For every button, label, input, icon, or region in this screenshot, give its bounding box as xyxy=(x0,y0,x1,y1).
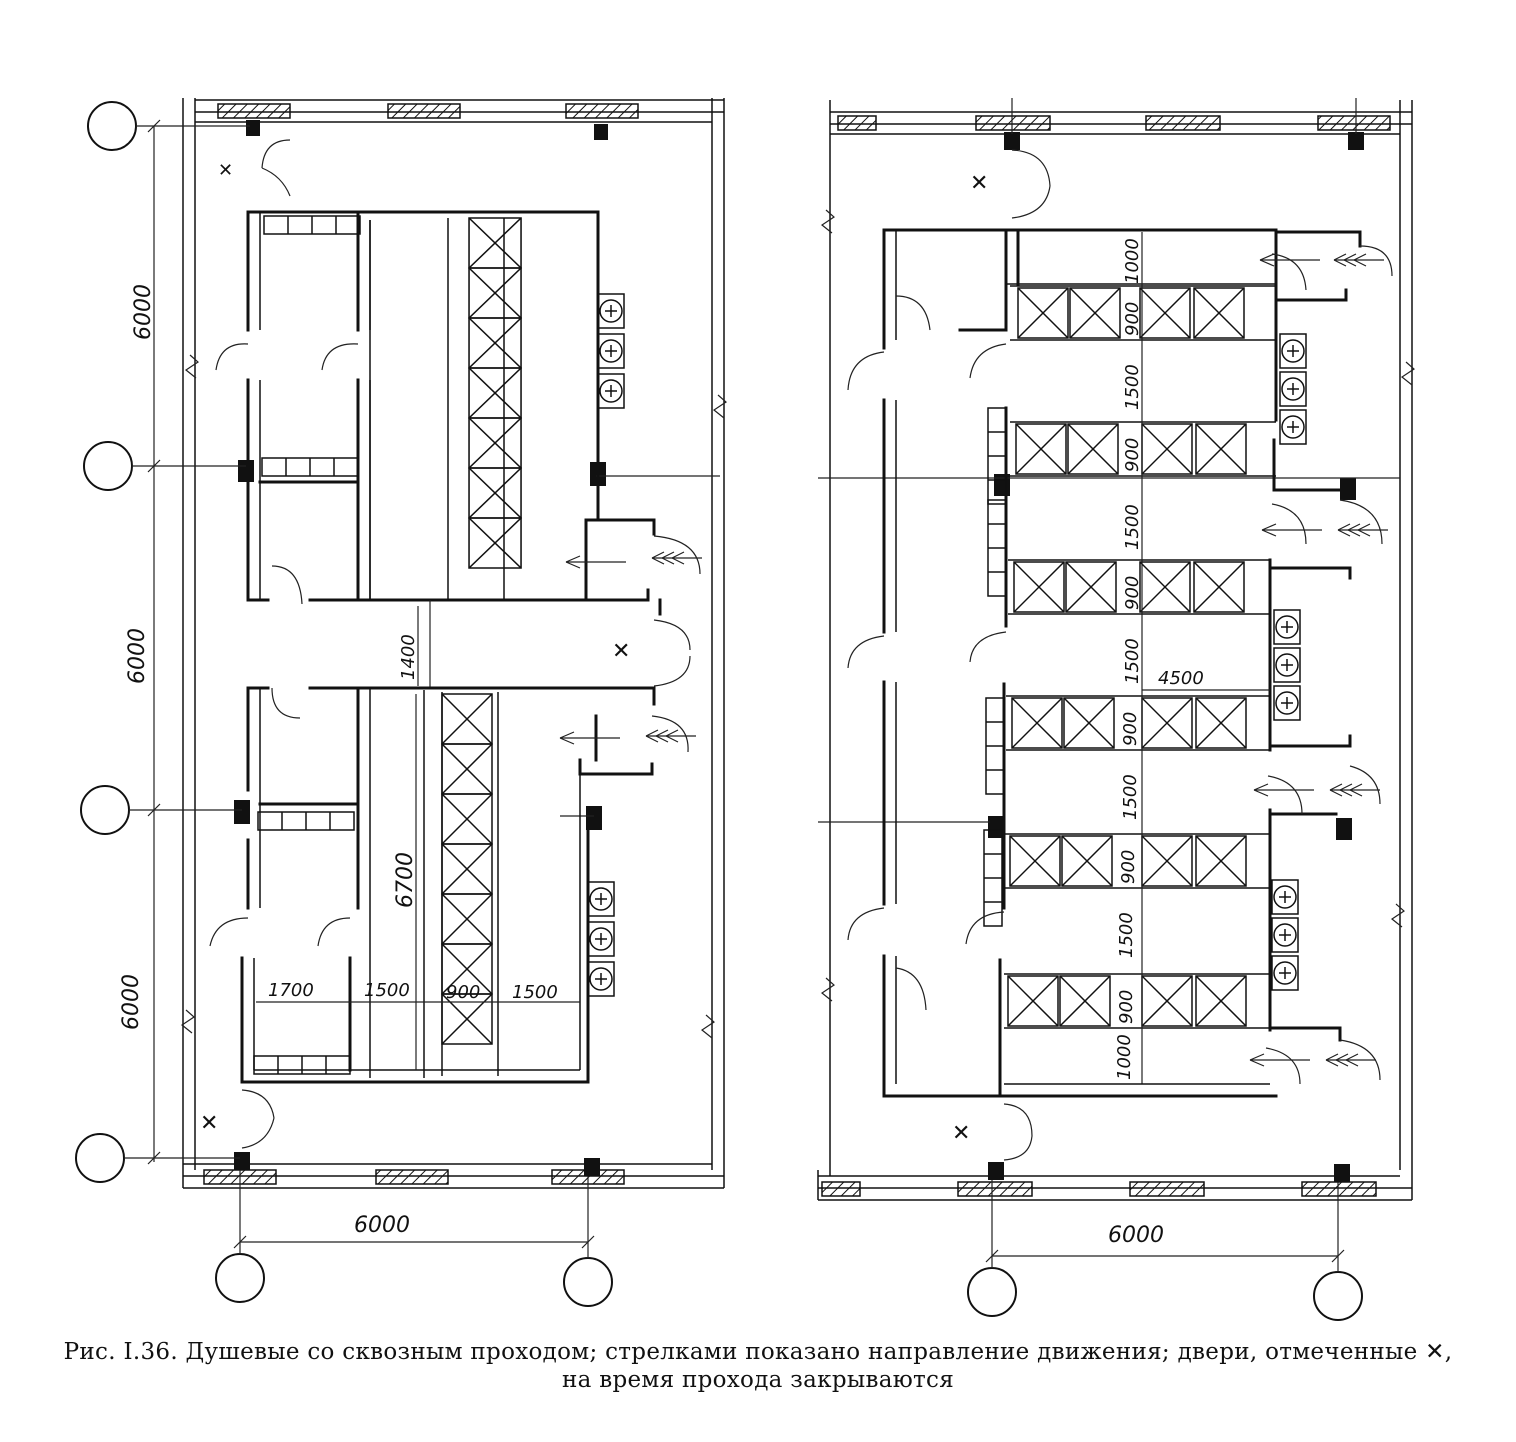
dim-length: 6700 xyxy=(393,852,418,908)
dim-passage: 1400 xyxy=(398,634,419,680)
figure-caption: Рис. I.36. Душевые со сквозным проходом;… xyxy=(20,1338,1496,1394)
dim-v1: 1000 xyxy=(1122,238,1143,284)
dim-seg4: 1500 xyxy=(512,982,558,1003)
dim-v13: 1000 xyxy=(1114,1034,1135,1080)
dim-v3: 1500 xyxy=(1122,364,1143,410)
dim-v8: 900 xyxy=(1120,712,1141,746)
dim-room-width: 4500 xyxy=(1158,668,1204,689)
right-stall-row-2 xyxy=(1010,421,1276,477)
dim-bay-top: 6000 xyxy=(131,284,156,340)
dim-v5: 1500 xyxy=(1122,504,1143,550)
dim-v4: 900 xyxy=(1122,438,1143,472)
dim-seg3: 900 xyxy=(446,982,480,1003)
dim-bay-bottom: 6000 xyxy=(119,974,144,1030)
right-stall-row-1 xyxy=(1010,285,1276,341)
right-stall-row-5 xyxy=(1004,833,1270,889)
closed-door-mark: ✕ xyxy=(970,171,988,196)
dim-v2: 900 xyxy=(1122,302,1143,336)
dim-bay-mid: 6000 xyxy=(125,628,150,684)
right-stall-row-6 xyxy=(1004,973,1270,1029)
dim-seg1: 1700 xyxy=(268,980,314,1001)
right-stall-row-3 xyxy=(1008,559,1270,615)
right-stall-row-4 xyxy=(1006,695,1270,751)
dim-v10: 900 xyxy=(1118,850,1139,884)
dim-width-bottom-left: 6000 xyxy=(354,1213,410,1238)
caption-line-1: Рис. I.36. Душевые со сквозным проходом;… xyxy=(63,1339,1453,1365)
dim-v7: 1500 xyxy=(1122,638,1143,684)
closed-door-mark: ✕ xyxy=(952,1121,970,1146)
closed-door-mark: ✕ xyxy=(612,639,630,664)
dim-width-bottom-right: 6000 xyxy=(1108,1223,1164,1248)
dim-v6: 900 xyxy=(1122,576,1143,610)
caption-line-2: на время прохода закрываются xyxy=(561,1367,955,1393)
closed-door-mark: ✕ xyxy=(200,1111,218,1136)
right-plan: ✕ ✕ 6000 4500 1000 900 1500 900 1500 900… xyxy=(817,98,1415,1321)
dim-seg2: 1500 xyxy=(364,980,410,1001)
dim-v12: 900 xyxy=(1116,990,1137,1024)
closed-door-mark: ✕ xyxy=(218,160,233,181)
dim-v9: 1500 xyxy=(1120,774,1141,820)
left-plan: ✕ ✕ ✕ 6000 6000 6000 6000 1400 6700 1700… xyxy=(75,98,727,1307)
dim-v11: 1500 xyxy=(1116,912,1137,958)
